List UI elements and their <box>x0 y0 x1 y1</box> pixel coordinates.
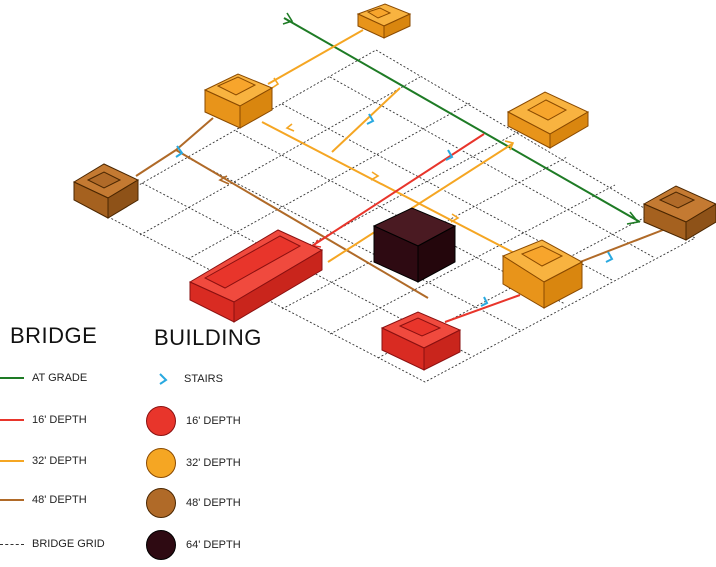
legend-label: 32' DEPTH <box>32 455 87 467</box>
legend-building-48-depth: 48' DEPTH <box>146 488 241 518</box>
legend-bridge-32-depth: 32' DEPTH <box>0 455 87 467</box>
legend-dot-orange <box>146 448 176 478</box>
chevron-icon <box>159 373 168 385</box>
legend-dot-brown <box>146 488 176 518</box>
legend-bridge-16-depth: 16' DEPTH <box>0 414 87 426</box>
building-48-depth-left <box>72 163 140 219</box>
building-64-depth <box>372 207 457 283</box>
building-legend-heading: BUILDING <box>154 325 262 350</box>
legend-swatch-orange <box>0 460 24 462</box>
legend-swatch-dashed <box>0 543 24 545</box>
building-32-depth-right <box>506 91 590 149</box>
legend-dot-dark <box>146 530 176 560</box>
legend-label: BRIDGE GRID <box>32 538 105 550</box>
legend-label: AT GRADE <box>32 372 88 384</box>
legend-dot-red <box>146 406 176 436</box>
legend-label: 64' DEPTH <box>186 539 241 551</box>
legend-label: 16' DEPTH <box>32 414 87 426</box>
stairs-markers <box>175 113 614 307</box>
legend-bridge-grid: BRIDGE GRID <box>0 538 105 550</box>
legend-swatch-brown <box>0 499 24 501</box>
building-32-depth-top <box>356 3 412 39</box>
legend-label: STAIRS <box>184 373 223 385</box>
building-16-depth-small <box>380 311 462 371</box>
bridge-legend-heading: BRIDGE <box>10 323 98 348</box>
legend-label: 48' DEPTH <box>186 497 241 509</box>
legend-bridge-at-grade: AT GRADE <box>0 372 87 384</box>
legend-swatch-red <box>0 419 24 421</box>
legend-stairs: STAIRS <box>156 372 223 386</box>
legend-label: 16' DEPTH <box>186 415 241 427</box>
legend-building-16-depth: 16' DEPTH <box>146 406 241 436</box>
bridge-32-depth <box>261 29 521 263</box>
building-32-depth-upper-left <box>203 73 274 129</box>
building-32-depth-lower <box>501 239 584 309</box>
legend-building-32-depth: 32' DEPTH <box>146 448 241 478</box>
legend-label: 48' DEPTH <box>32 494 87 506</box>
building-16-depth-long <box>188 229 324 323</box>
legend-label: 32' DEPTH <box>186 457 241 469</box>
legend-bridge-48-depth: 48' DEPTH <box>0 494 87 506</box>
legend-building-64-depth: 64' DEPTH <box>146 530 241 560</box>
bridge-at-grade <box>282 12 641 225</box>
bridge-48-depth <box>135 117 669 299</box>
building-48-depth-right <box>642 185 716 241</box>
legend-swatch-green <box>0 377 24 379</box>
